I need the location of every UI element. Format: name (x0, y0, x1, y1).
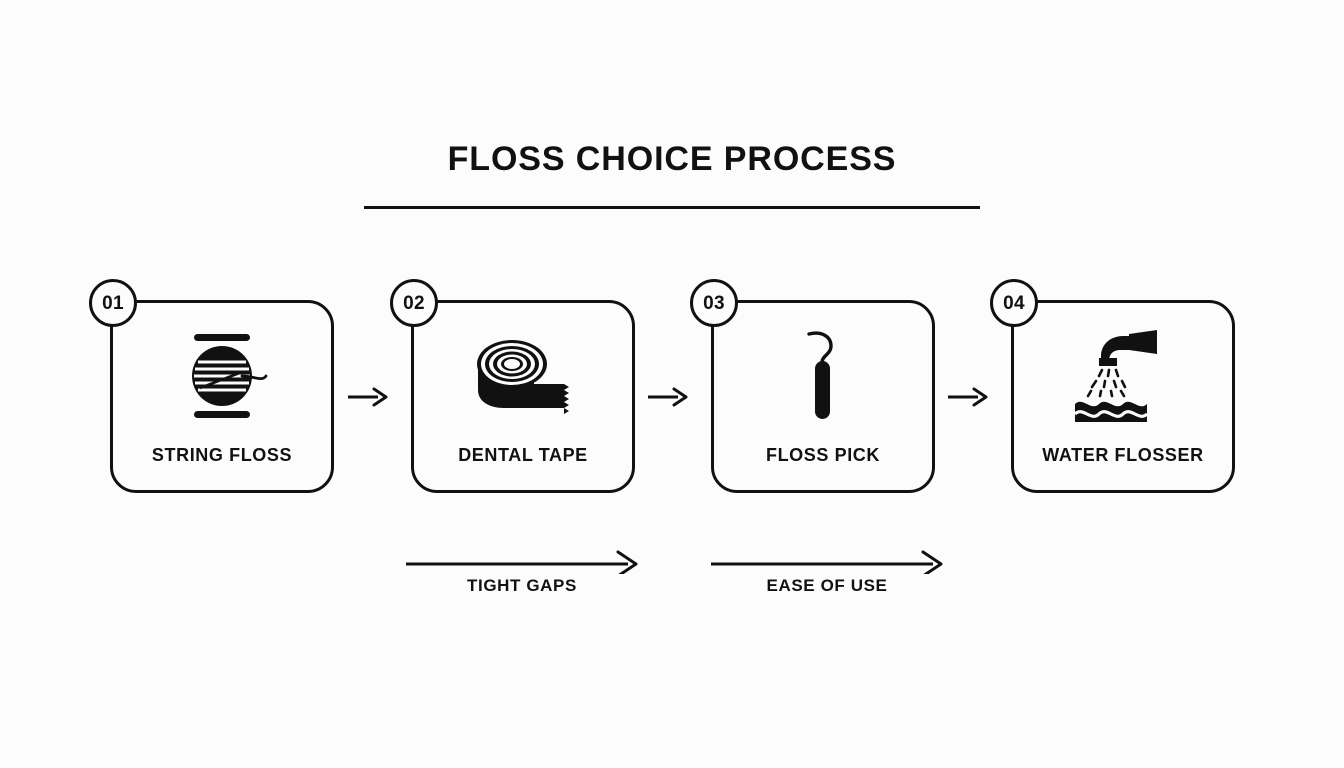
arrow-right-icon (348, 387, 388, 407)
process-step-card-2[interactable]: 02 DENTAL TAPE (390, 279, 635, 493)
long-arrow-right-icon (711, 550, 943, 574)
annotations-row: TIGHT GAPS EASE OF USE (0, 548, 1344, 610)
dental-pick-icon (714, 325, 932, 427)
arrow-right-icon (948, 387, 988, 407)
arrow-right-icon (648, 387, 688, 407)
process-step-card-3[interactable]: 03 FLOSS PICK (690, 279, 935, 493)
process-step-card-4[interactable]: 04 (990, 279, 1235, 493)
water-jet-icon (1014, 325, 1232, 427)
floss-spool-icon (113, 325, 331, 427)
step-label-2: DENTAL TAPE (458, 445, 588, 465)
step-number-badge-3: 03 (690, 279, 738, 327)
title-block: FLOSS CHOICE PROCESS (0, 138, 1344, 180)
title-underline-rule (364, 206, 980, 209)
step-number-badge-1: 01 (89, 279, 137, 327)
connector-arrow-2 (646, 385, 690, 409)
process-steps-row: 01 (0, 279, 1344, 500)
connector-arrow-1 (346, 385, 390, 409)
step-number-label-2: 02 (403, 292, 425, 314)
step-number-badge-4: 04 (990, 279, 1038, 327)
process-step-card-1[interactable]: 01 (89, 279, 334, 493)
annotation-1: TIGHT GAPS (402, 548, 642, 596)
annotation-label-2: EASE OF USE (766, 576, 888, 595)
tape-roll-icon (414, 325, 632, 427)
connector-arrow-3 (946, 385, 990, 409)
annotation-label-1: TIGHT GAPS (467, 576, 577, 595)
step-number-label-1: 01 (102, 292, 124, 314)
step-number-badge-2: 02 (390, 279, 438, 327)
step-number-label-4: 04 (1003, 292, 1025, 314)
step-number-label-3: 03 (703, 292, 725, 314)
step-label-4: WATER FLOSSER (1042, 445, 1204, 465)
step-label-3: FLOSS PICK (765, 445, 880, 465)
annotation-2: EASE OF USE (707, 548, 947, 596)
page-title: FLOSS CHOICE PROCESS (447, 140, 897, 178)
step-label-1: STRING FLOSS (151, 445, 293, 465)
long-arrow-right-icon (406, 550, 638, 574)
